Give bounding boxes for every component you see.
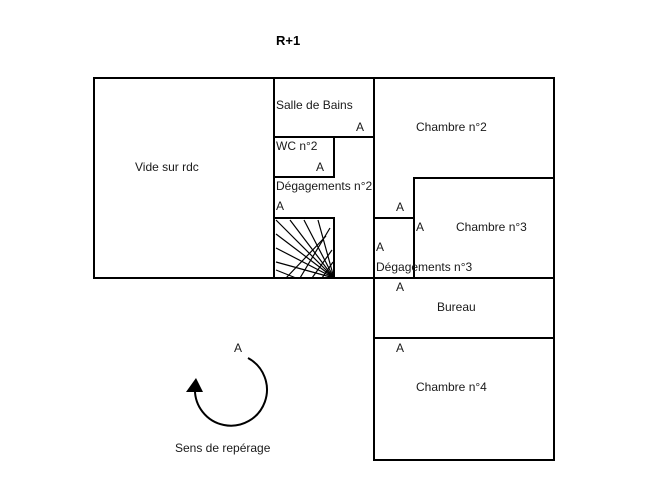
- wall-wc: [274, 137, 335, 178]
- marker-a-degagements-2: A: [276, 199, 284, 213]
- direction-legend: A Sens de repérage: [175, 341, 271, 455]
- rotation-arrow-head-icon: [186, 378, 203, 392]
- marker-a-salle-de-bains: A: [356, 120, 364, 134]
- marker-a-chambre-2: A: [396, 200, 404, 214]
- marker-a-chambre-3: A: [416, 220, 424, 234]
- room-label-vide: Vide sur rdc: [135, 160, 199, 174]
- staircase-treads: [275, 219, 335, 279]
- room-label-salle-de-bains: Salle de Bains: [276, 98, 353, 112]
- room-label-degagements-2: Dégagements n°2: [276, 179, 373, 193]
- room-label-wc: WC n°2: [276, 139, 318, 153]
- room-label-chambre-2: Chambre n°2: [416, 120, 487, 134]
- floor-title: R+1: [276, 33, 300, 48]
- rotation-arrow-arc: [193, 357, 268, 427]
- legend-marker-a: A: [234, 341, 242, 355]
- room-label-chambre-4: Chambre n°4: [416, 380, 487, 394]
- marker-a-chambre-4: A: [396, 341, 404, 355]
- wall-chambre-3: [413, 177, 555, 279]
- staircase-box: [273, 217, 335, 279]
- room-label-degagements-3: Dégagements n°3: [376, 260, 473, 274]
- legend-label: Sens de repérage: [175, 441, 271, 455]
- marker-a-wc: A: [316, 160, 324, 174]
- marker-a-bureau: A: [396, 280, 404, 294]
- marker-a-degagements-3: A: [376, 240, 384, 254]
- room-label-chambre-3: Chambre n°3: [456, 220, 527, 234]
- room-label-bureau: Bureau: [437, 300, 476, 314]
